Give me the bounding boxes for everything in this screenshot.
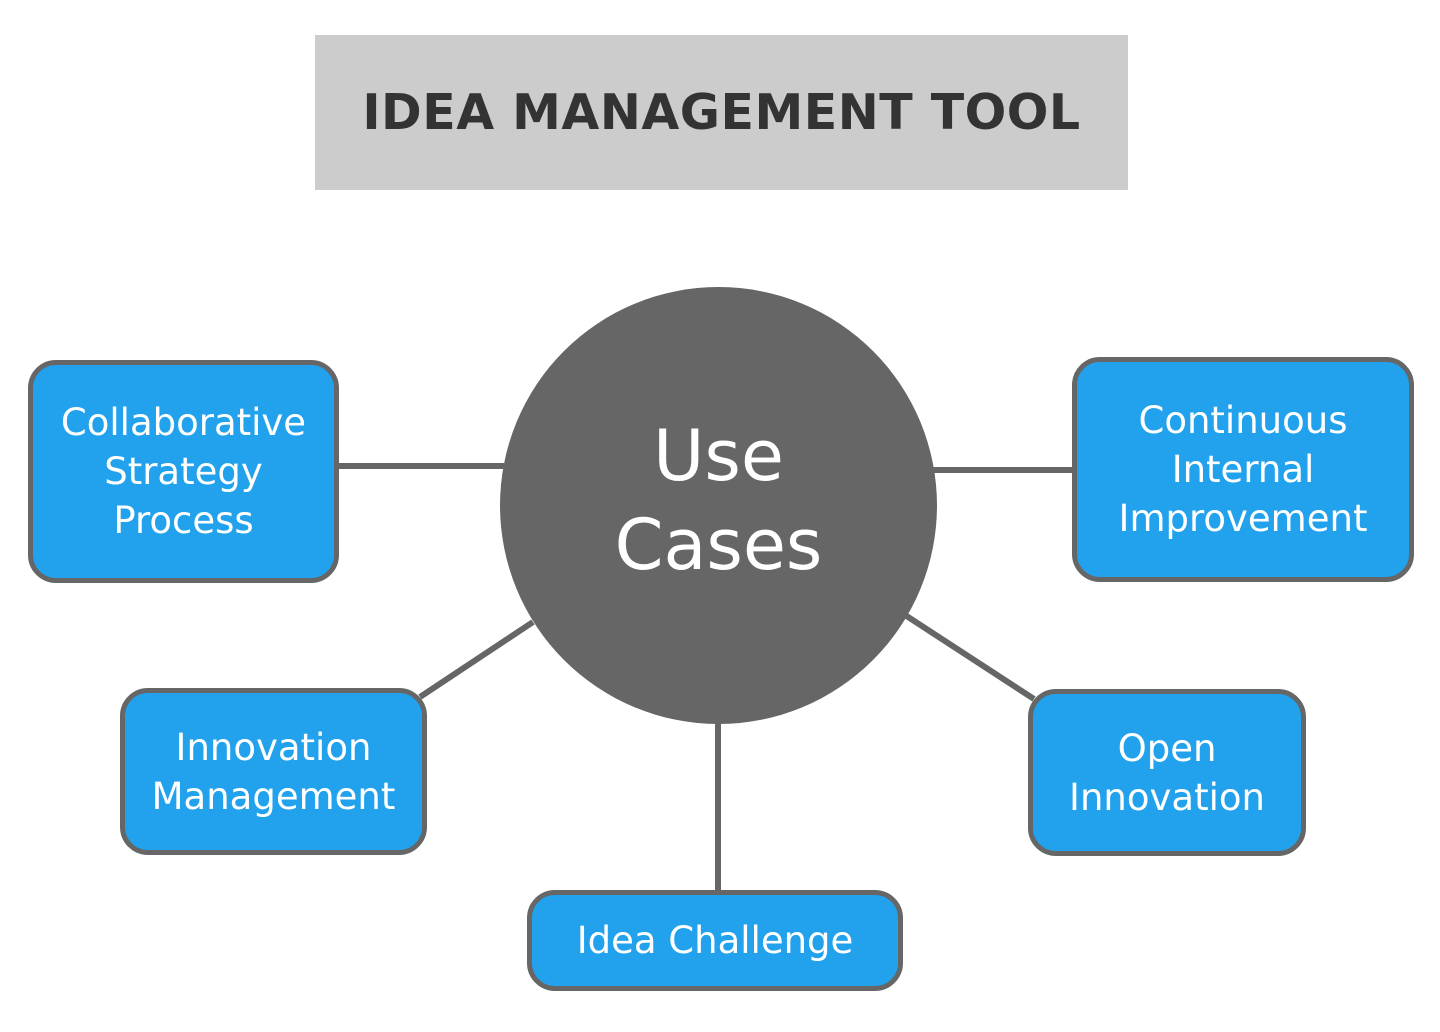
diagram-title: IDEA MANAGEMENT TOOL bbox=[362, 84, 1081, 141]
node-innovation-management: Innovation Management bbox=[120, 688, 427, 855]
node-open-innovation: Open Innovation bbox=[1028, 689, 1306, 856]
use-cases-hub: Use Cases bbox=[500, 287, 937, 724]
title-banner: IDEA MANAGEMENT TOOL bbox=[315, 35, 1128, 190]
node-label: Continuous Internal Improvement bbox=[1118, 399, 1368, 540]
node-label: Innovation Management bbox=[151, 725, 396, 818]
connector-open-innovation bbox=[903, 612, 1036, 702]
node-label: Collaborative Strategy Process bbox=[60, 401, 307, 542]
node-idea-challenge: Idea Challenge bbox=[527, 890, 903, 991]
node-continuous-internal-improvement: Continuous Internal Improvement bbox=[1072, 357, 1414, 582]
node-collaborative-strategy-process: Collaborative Strategy Process bbox=[28, 360, 339, 583]
node-label: Idea Challenge bbox=[576, 919, 854, 962]
node-label: Open Innovation bbox=[1069, 726, 1265, 819]
connector-innovation-management bbox=[418, 619, 535, 700]
hub-label: Use Cases bbox=[614, 414, 823, 586]
